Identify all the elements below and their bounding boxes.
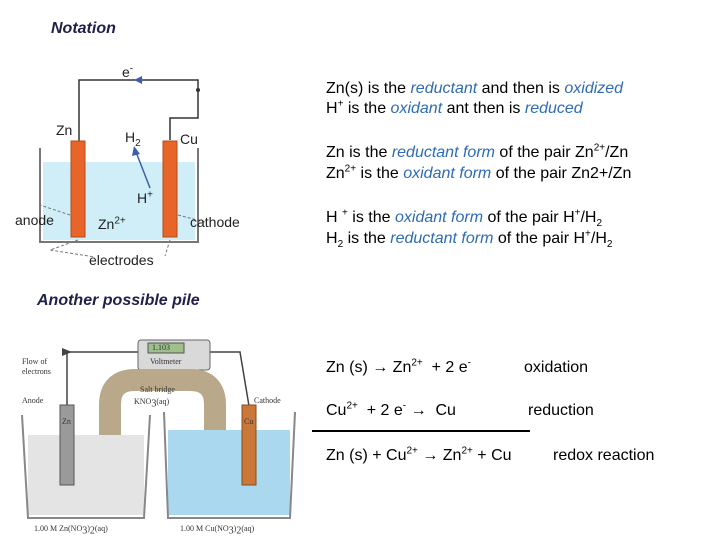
- right-solution-label: 1.00 M Cu(NO3)2(aq): [180, 524, 255, 537]
- electron-arrow-icon: [134, 76, 142, 84]
- wire: [210, 351, 251, 413]
- right-solution: [168, 430, 290, 515]
- reaction-reduction: Cu2+ + 2 e- → Cu: [326, 400, 456, 419]
- anode-label: anode: [15, 212, 54, 228]
- redox-label: redox reaction: [553, 447, 655, 464]
- copper-electrode: [162, 140, 178, 238]
- reaction-redox: Zn (s) + Cu2+ → Zn2+ + Cu: [326, 445, 512, 464]
- zinc-electrode: [59, 404, 75, 486]
- voltmeter-label: Voltmeter: [150, 357, 182, 366]
- notation-line-6: H2 is the reductant form of the pair H+/…: [326, 228, 613, 251]
- right-beaker: [163, 411, 296, 519]
- left-solution-label: 1.00 M Zn(NO3)2(aq): [34, 524, 108, 537]
- left-beaker: [21, 414, 151, 519]
- beaker: [39, 148, 199, 243]
- anode-pointer: [39, 204, 71, 216]
- zn-electrode-label: Zn: [62, 417, 71, 426]
- cu-electrode-label: Cu: [244, 417, 254, 426]
- electron-flow-arrow-icon: [62, 348, 72, 356]
- notation-line-2: H+ is the oxidant ant then is reduced: [326, 98, 583, 117]
- zinc-electrode: [70, 140, 86, 238]
- left-solution: [28, 435, 144, 515]
- electrodes-pointer: [164, 239, 171, 257]
- reduction-label: reduction: [528, 402, 594, 419]
- notation-line-1: Zn(s) is the reductant and then is oxidi…: [326, 80, 624, 97]
- simple-cell-diagram: [39, 76, 206, 258]
- flow-label-1: Flow of: [22, 357, 48, 366]
- electron-label: e-: [122, 63, 134, 80]
- cu-label: Cu: [180, 131, 198, 147]
- oxidation-label: oxidation: [524, 359, 589, 376]
- reduction-arrow: [135, 151, 151, 189]
- wire: [169, 90, 199, 140]
- reaction-oxidation: Zn (s) → Zn2+ + 2 e-: [326, 357, 472, 376]
- voltmeter-reading: 1.103: [152, 343, 170, 352]
- salt-bridge-label: Salt bridge: [140, 385, 175, 394]
- anode-label: Anode: [22, 396, 44, 405]
- cathode-label: Cathode: [254, 396, 281, 405]
- notation-line-4: Zn2+ is the oxidant form of the pair Zn2…: [326, 163, 632, 182]
- salt-bridge: [99, 369, 226, 490]
- flow-label-2: electrons: [22, 367, 51, 376]
- section-title: Another possible pile: [37, 292, 200, 309]
- wire-node: [196, 88, 200, 92]
- kno3-label: KNO3(aq): [134, 397, 170, 410]
- arrow-head-icon: [132, 146, 140, 156]
- zn2-label: Zn2+: [98, 215, 126, 232]
- h2-label: H2: [125, 129, 141, 149]
- electrodes-pointer: [49, 239, 96, 258]
- sum-divider: [312, 430, 530, 432]
- copper-electrode: [241, 404, 257, 486]
- galvanic-cell-diagram: [21, 339, 296, 519]
- page-title: Notation: [51, 20, 116, 37]
- voltmeter-display: [147, 342, 185, 354]
- hplus-label: H+: [137, 189, 153, 206]
- cathode-label: cathode: [190, 214, 240, 230]
- notation-line-3: Zn is the reductant form of the pair Zn2…: [326, 142, 629, 161]
- electrodes-label: electrodes: [89, 252, 154, 268]
- zn-label: Zn: [56, 122, 73, 138]
- notation-line-5: H + is the oxidant form of the pair H+/H…: [326, 207, 603, 230]
